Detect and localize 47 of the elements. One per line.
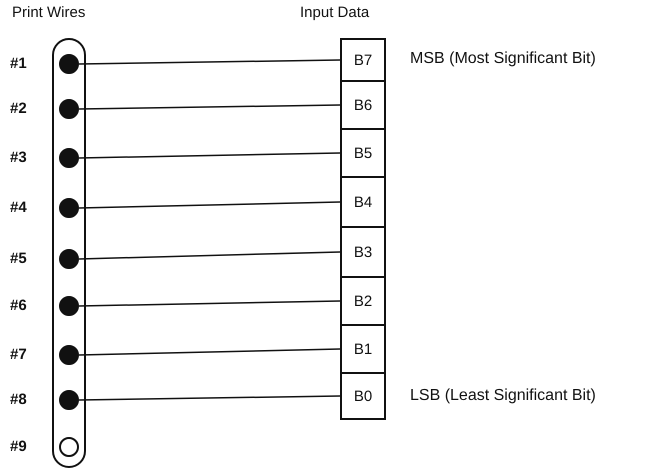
wire-number: #4 (10, 199, 27, 216)
bit-note: MSB (Most Significant Bit) (410, 50, 596, 68)
bit-cell (340, 372, 386, 420)
bit-label: B3 (354, 244, 372, 260)
wire-line (78, 395, 340, 401)
wire-number: #6 (10, 297, 27, 314)
wire-line (78, 300, 340, 307)
bit-cell (340, 324, 386, 374)
wire-line (78, 152, 340, 159)
bit-cell (340, 226, 386, 278)
wire-number: #8 (10, 391, 27, 408)
wire-line (78, 59, 340, 65)
bit-label: B2 (354, 292, 372, 310)
bit-label: B1 (354, 340, 372, 358)
wire-line (78, 104, 340, 110)
filled-wire-dot (59, 54, 79, 74)
filled-wire-dot (59, 249, 79, 269)
filled-wire-dot (59, 345, 79, 365)
bit-cell (340, 38, 386, 82)
bit-cell (340, 276, 386, 326)
wire-number: #1 (10, 55, 27, 72)
wire-line (78, 251, 340, 260)
wire-line (78, 201, 340, 209)
filled-wire-dot (59, 148, 79, 168)
hollow-wire-dot (59, 437, 79, 457)
wire-number: #9 (10, 438, 27, 455)
bit-cell (340, 128, 386, 178)
column-heading: Input Data (300, 4, 370, 21)
filled-wire-dot (59, 390, 79, 410)
column-heading: Print Wires (12, 4, 86, 21)
print-head-column (52, 38, 86, 468)
bit-cell (340, 176, 386, 228)
bit-label: B7 (354, 52, 372, 68)
bit-label: B5 (354, 144, 372, 162)
wire-number: #7 (10, 346, 27, 363)
bit-label: B6 (354, 96, 372, 114)
bit-note: LSB (Least Significant Bit) (410, 387, 596, 405)
wire-line (78, 348, 340, 356)
wire-number: #5 (10, 250, 27, 267)
wire-number: #3 (10, 149, 27, 166)
filled-wire-dot (59, 99, 79, 119)
filled-wire-dot (59, 198, 79, 218)
filled-wire-dot (59, 296, 79, 316)
bit-label: B4 (354, 194, 372, 210)
bit-cell (340, 80, 386, 130)
wire-number: #2 (10, 100, 27, 117)
bit-label: B0 (354, 388, 372, 404)
